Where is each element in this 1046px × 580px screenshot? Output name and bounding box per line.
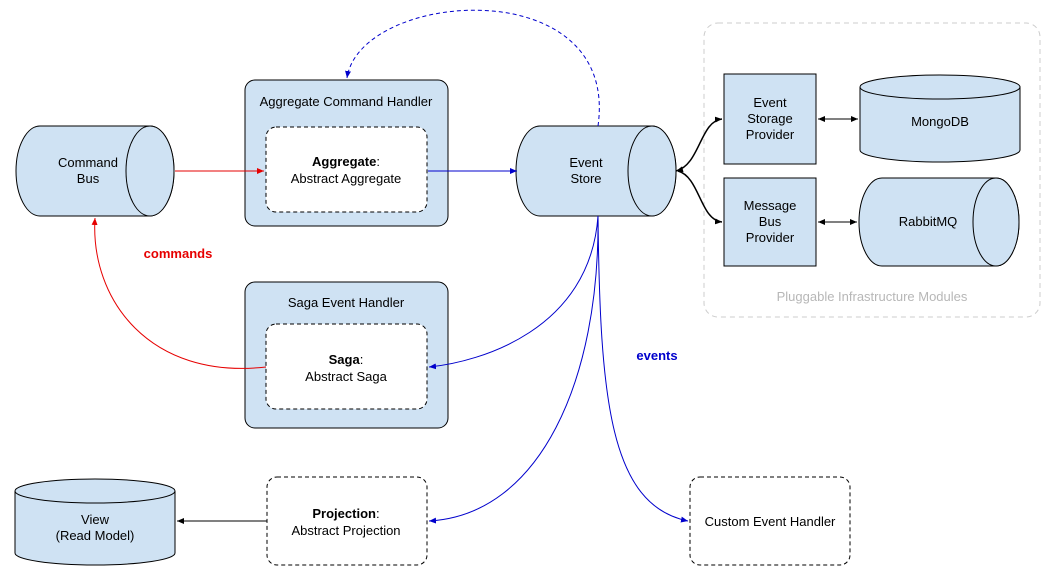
eventstore-to-storage-provider-arrow xyxy=(675,116,723,173)
aggregate-command-handler: Aggregate Command Handler Aggregate: Abs… xyxy=(244,79,449,227)
saga-title: Saga: xyxy=(329,352,364,367)
svg-text:Storage: Storage xyxy=(747,111,793,126)
message-bus-provider: Message Bus Provider xyxy=(723,177,817,267)
command-bus: Command Bus xyxy=(15,125,175,217)
eventstore-to-message-provider-arrow xyxy=(677,170,723,225)
svg-text:Provider: Provider xyxy=(746,230,795,245)
view-read-model: View (Read Model) xyxy=(14,478,176,566)
saga-box xyxy=(265,323,428,410)
event-storage-provider: Event Storage Provider xyxy=(723,73,817,165)
svg-text:Provider: Provider xyxy=(746,127,795,142)
saga-to-commandbus-arrow xyxy=(91,217,267,369)
saga-subtitle: Abstract Saga xyxy=(305,369,387,384)
mongodb: MongoDB xyxy=(859,74,1021,163)
infrastructure-caption: Pluggable Infrastructure Modules xyxy=(777,289,968,304)
eventstore-to-projection-arrow xyxy=(428,215,599,524)
events-label: events xyxy=(636,348,677,363)
svg-text:Event: Event xyxy=(753,95,787,110)
aggregate-title: Aggregate: xyxy=(312,154,380,169)
eventstore-to-saga-arrow xyxy=(428,215,599,370)
aggregate-subtitle: Abstract Aggregate xyxy=(291,171,402,186)
rabbitmq-label: RabbitMQ xyxy=(899,214,958,229)
command-bus-label-line2: Bus xyxy=(77,171,100,186)
event-store-label-line1: Event xyxy=(569,155,603,170)
eventstore-to-custom-handler-arrow xyxy=(597,215,689,523)
saga-handler-title: Saga Event Handler xyxy=(288,295,405,310)
event-store: Event Store xyxy=(515,125,677,217)
aggregate-box xyxy=(265,126,428,213)
saga-event-handler: Saga Event Handler Saga: Abstract Saga xyxy=(244,281,449,429)
aggregate-handler-title: Aggregate Command Handler xyxy=(260,94,433,109)
custom-handler-label: Custom Event Handler xyxy=(705,514,836,529)
mongodb-label: MongoDB xyxy=(911,114,969,129)
rabbitmq: RabbitMQ xyxy=(858,177,1020,267)
view-label-line1: View xyxy=(81,512,110,527)
projection: Projection: Abstract Projection xyxy=(266,476,428,566)
projection-subtitle: Abstract Projection xyxy=(291,523,400,538)
infrastructure-group xyxy=(703,22,1041,318)
command-bus-label-line1: Command xyxy=(58,155,118,170)
custom-event-handler: Custom Event Handler xyxy=(689,476,851,566)
projection-title: Projection: xyxy=(312,506,379,521)
commands-label: commands xyxy=(144,246,213,261)
view-label-line2: (Read Model) xyxy=(56,528,135,543)
event-store-label-line2: Store xyxy=(570,171,601,186)
svg-text:Bus: Bus xyxy=(759,214,782,229)
eventstore-to-aggregate-dashed-arrow xyxy=(345,9,600,127)
svg-text:Message: Message xyxy=(744,198,797,213)
